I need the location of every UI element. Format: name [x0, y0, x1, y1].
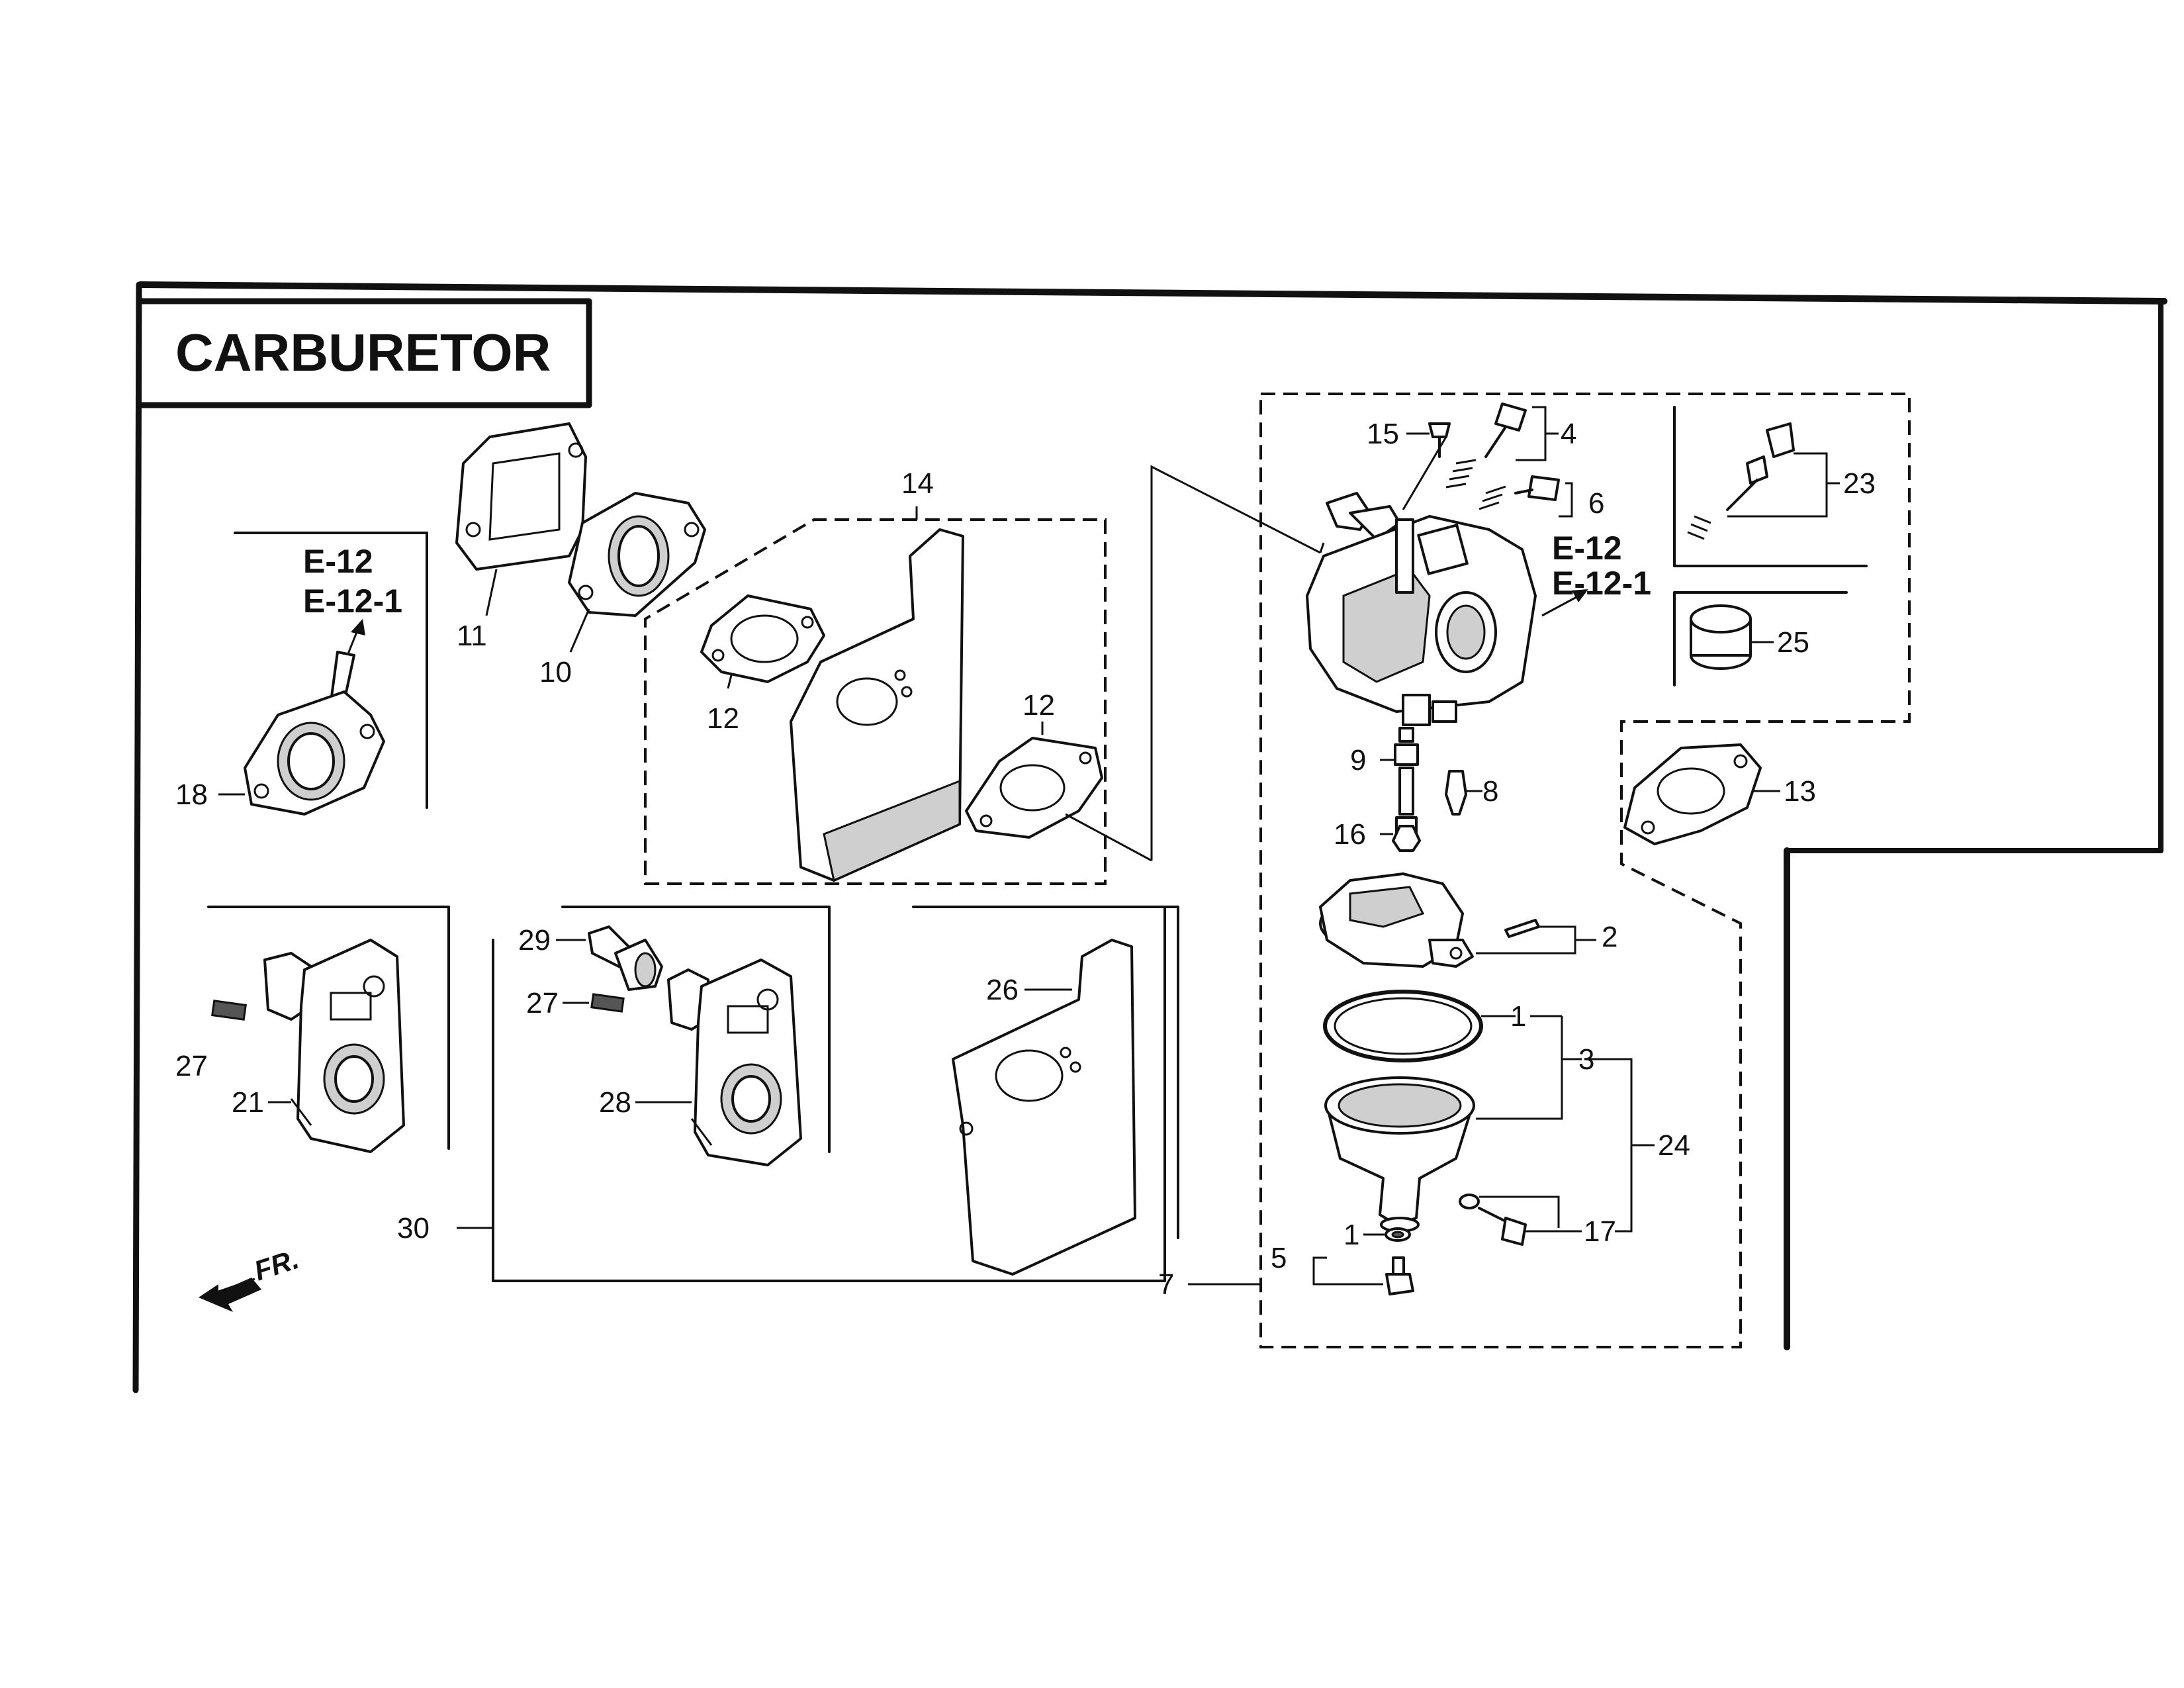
front-label: FR.	[250, 1243, 302, 1287]
title-box: CARBURETOR	[136, 298, 592, 408]
gasket-11	[455, 422, 587, 616]
ref-arrow-right: E-12 E-12-1	[1541, 530, 1651, 617]
ref-e12-1-right: E-12-1	[1552, 565, 1651, 602]
carburetor-body	[1306, 492, 1537, 726]
callout-28: 28	[599, 1086, 631, 1119]
callout-11: 11	[457, 620, 487, 652]
float-assembly	[1319, 872, 1576, 968]
needle-23-group	[1673, 406, 1868, 567]
gasket-13	[1623, 743, 1780, 845]
plug-25-group	[1673, 591, 1848, 686]
bracket-24	[1585, 1058, 1655, 1233]
callout-5: 5	[1271, 1242, 1287, 1274]
callout-12-right: 12	[1023, 689, 1055, 722]
callout-14: 14	[901, 467, 934, 500]
callout-3: 3	[1578, 1043, 1594, 1076]
screws-top	[1402, 402, 1573, 518]
callout-18: 18	[175, 778, 208, 811]
drain-bolt-5	[1312, 1227, 1414, 1295]
body-21-group	[207, 906, 450, 1153]
callout-12-left: 12	[707, 702, 739, 735]
callout-9: 9	[1350, 744, 1366, 776]
front-direction-marker: FR.	[199, 1243, 302, 1312]
callout-16: 16	[1334, 818, 1366, 851]
ref-e12-1-left: E-12-1	[303, 583, 402, 620]
callout-7: 7	[1158, 1268, 1174, 1301]
callout-26: 26	[986, 974, 1019, 1006]
callout-30: 30	[397, 1212, 430, 1244]
callout-21: 21	[232, 1086, 264, 1119]
callout-1-ring: 1	[1510, 1000, 1526, 1033]
plate-14-group	[644, 506, 1152, 885]
callout-4: 4	[1561, 418, 1576, 450]
ref-e12-right: E-12	[1552, 530, 1622, 567]
callout-labels: 11 10 14 12 12 18 27 21 29 27 28 26 30 7…	[175, 418, 1876, 1301]
callout-23: 23	[1843, 467, 1876, 500]
insulator-10	[568, 492, 706, 653]
callout-24: 24	[1658, 1129, 1690, 1162]
screw-17	[1459, 1194, 1582, 1246]
o-ring-1	[1323, 990, 1516, 1062]
callout-13: 13	[1784, 775, 1816, 808]
float-bowl-3	[1324, 1016, 1582, 1233]
callout-10: 10	[539, 656, 572, 688]
page-frame	[132, 281, 2167, 1393]
bracket-18-group: E-12 E-12-1	[234, 532, 428, 816]
callout-15: 15	[1367, 418, 1399, 450]
ref-e12-left: E-12	[303, 543, 373, 580]
callout-6: 6	[1588, 487, 1604, 520]
page-title: CARBURETOR	[175, 323, 551, 382]
callout-17: 17	[1584, 1215, 1616, 1248]
callout-8: 8	[1482, 775, 1498, 808]
plate-26-group	[912, 906, 1179, 1276]
callout-27-left: 27	[175, 1050, 208, 1082]
connector-lines	[1150, 465, 1321, 861]
callout-25: 25	[1777, 626, 1809, 659]
callout-1-washer: 1	[1343, 1219, 1359, 1251]
callout-2: 2	[1602, 921, 1617, 953]
callout-27-mid: 27	[526, 987, 559, 1019]
jets	[1380, 727, 1482, 852]
carburetor-assembly-box	[1241, 393, 1911, 1348]
callout-29: 29	[518, 924, 551, 957]
body-28-group	[492, 906, 1166, 1282]
